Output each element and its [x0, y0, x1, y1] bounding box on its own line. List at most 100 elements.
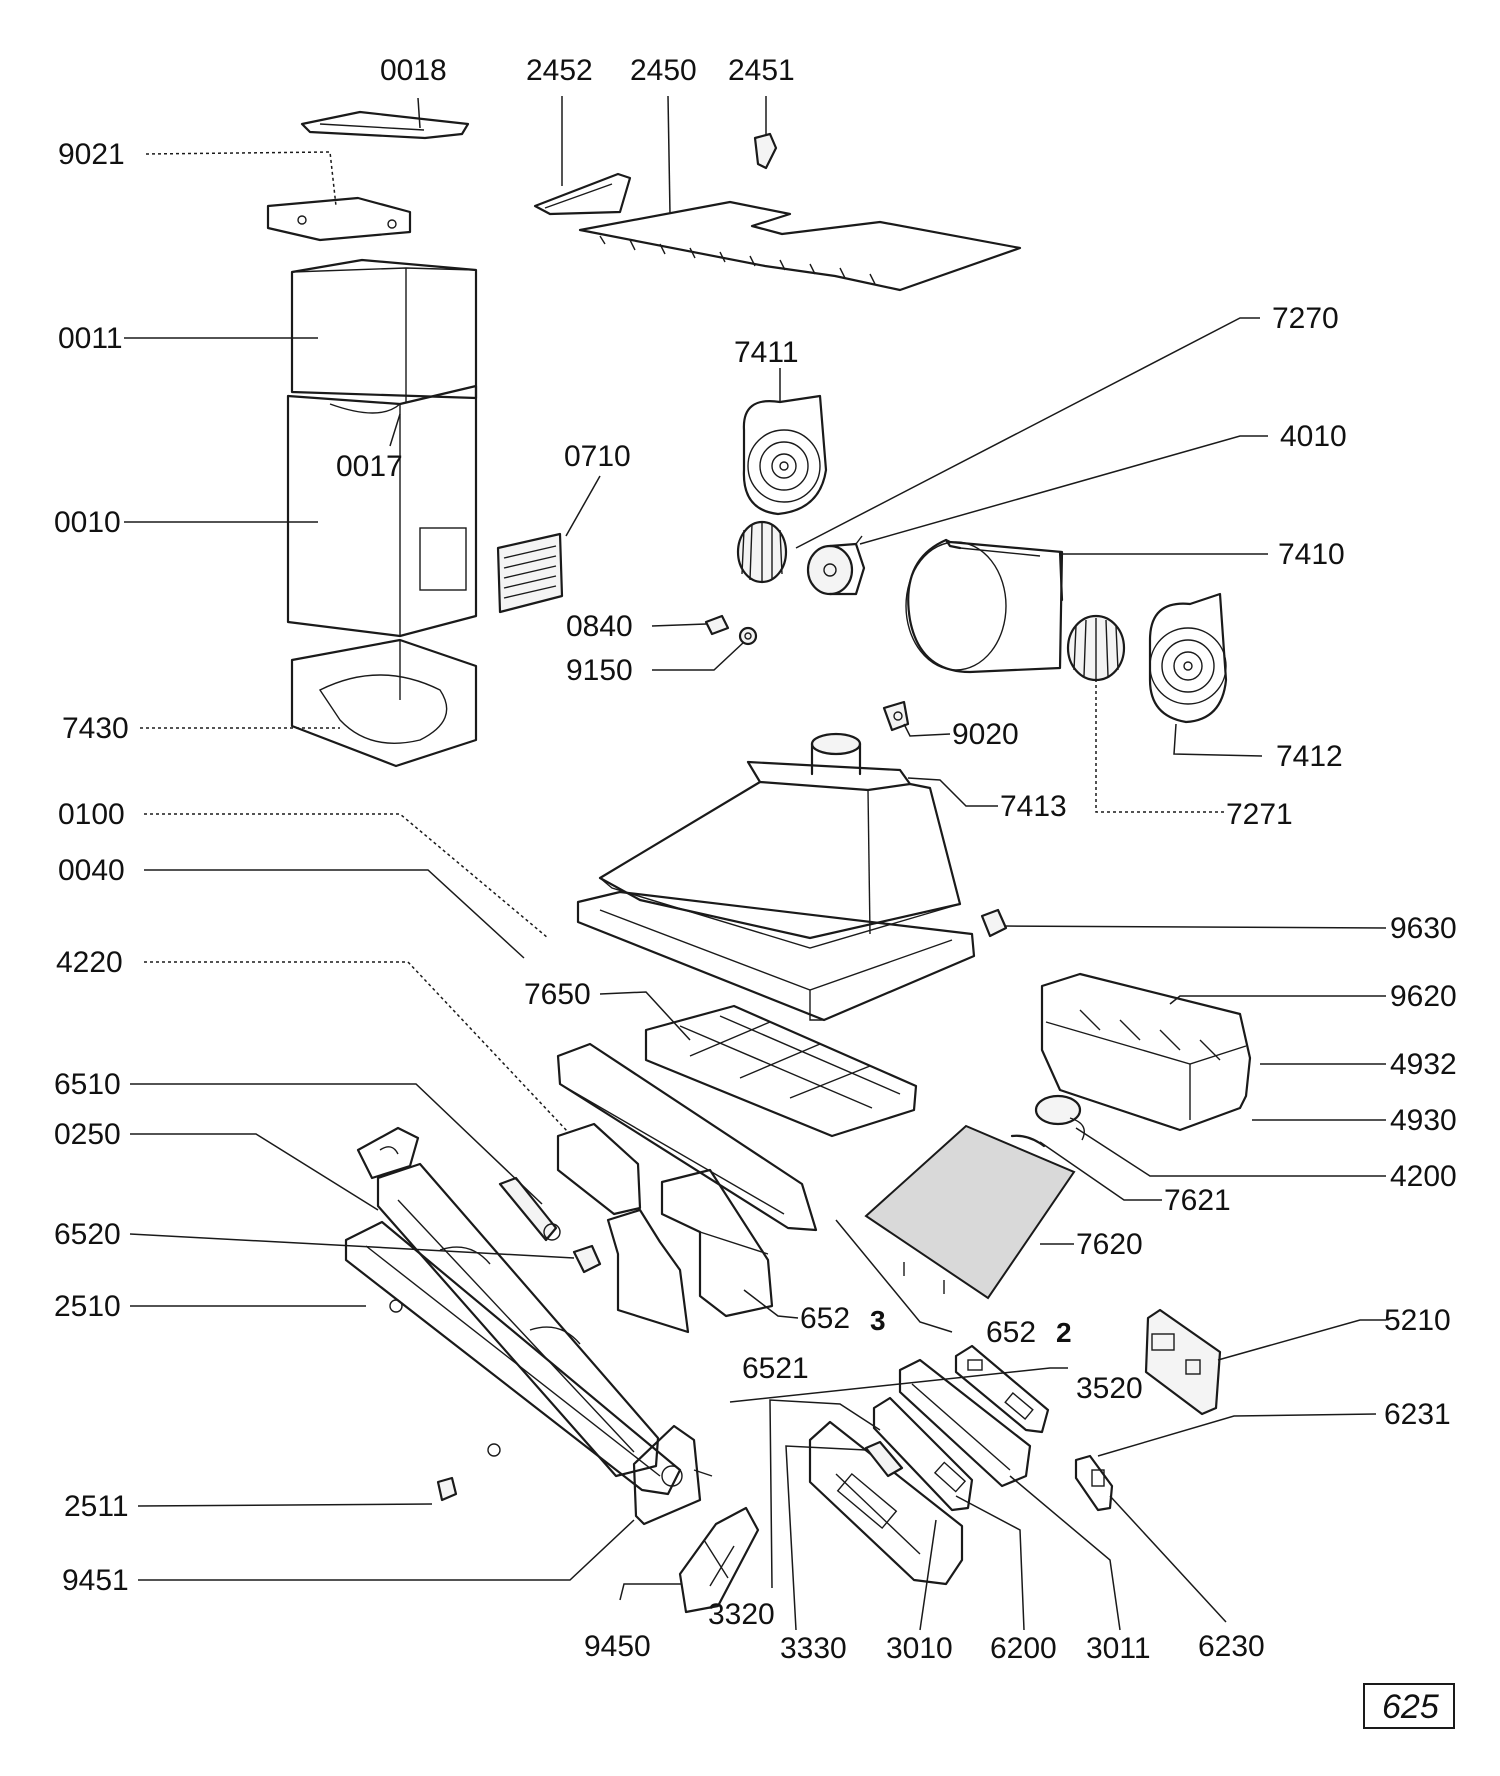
part-7271-drawing: [1066, 614, 1126, 682]
callout-9150: 9150: [566, 654, 633, 687]
part-7650-drawing: [644, 1004, 918, 1138]
callout-9630: 9630: [1390, 912, 1457, 945]
callout-0710: 0710: [564, 440, 631, 473]
part-9450-drawing: [678, 1506, 760, 1614]
callout-0250: 0250: [54, 1118, 121, 1151]
callout-2452: 2452: [526, 54, 593, 87]
callout-7410: 7410: [1278, 538, 1345, 571]
part-0100-drawing: [598, 732, 962, 949]
callout-2511: 2511: [64, 1490, 129, 1523]
part-0710-drawing: [496, 532, 564, 614]
callout-7430: 7430: [62, 712, 129, 745]
callout-7413: 7413: [1000, 790, 1067, 823]
callout-652-2: 652: [986, 1316, 1036, 1349]
callout-652-3-suffix: 3: [870, 1305, 886, 1336]
part-0040-drawing: [576, 890, 976, 1022]
part-5210-drawing: [1144, 1308, 1222, 1416]
callout-0018: 0018: [380, 54, 447, 87]
callout-0010: 0010: [54, 506, 121, 539]
part-7430-drawing: [290, 638, 478, 768]
part-6200-drawing: [872, 1396, 974, 1512]
callout-0017: 0017: [336, 450, 403, 483]
part-6521-drawing: [606, 1208, 690, 1334]
callout-652-2-suffix: 2: [1056, 1317, 1072, 1348]
callout-4220: 4220: [56, 946, 123, 979]
part-2452-drawing: [533, 172, 632, 216]
part-0250-drawing: [356, 1126, 420, 1180]
callout-9020: 9020: [952, 718, 1019, 751]
callout-4200: 4200: [1390, 1160, 1457, 1193]
callout-7412: 7412: [1276, 740, 1343, 773]
part-3010-drawing: [808, 1420, 964, 1586]
part-2510-drawing: [344, 1220, 682, 1496]
callout-6200: 6200: [990, 1632, 1057, 1665]
callout-3320: 3320: [708, 1598, 775, 1631]
callout-4932: 4932: [1390, 1048, 1457, 1081]
callout-9450: 9450: [584, 1630, 651, 1663]
part-6510-drawing: [498, 1176, 561, 1242]
callout-9021: 9021: [58, 138, 125, 171]
part-6523-drawing: [660, 1168, 774, 1318]
callout-0100: 0100: [58, 798, 125, 831]
callout-7270: 7270: [1272, 302, 1339, 335]
part-0018-drawing: [300, 110, 470, 140]
callout-0011: 0011: [58, 322, 123, 355]
part-7411-drawing: [742, 394, 828, 516]
page-number-box: 625: [1363, 1683, 1455, 1729]
part-0010-drawing: [286, 384, 478, 638]
part-light-channel-drawing: [376, 1162, 660, 1478]
part-6230-drawing: [1074, 1454, 1114, 1512]
part-7620-drawing: [864, 1124, 1076, 1300]
part-6522-drawing: [556, 1122, 642, 1216]
callout-7271: 7271: [1226, 798, 1293, 831]
callout-0040: 0040: [58, 854, 125, 887]
callout-7620: 7620: [1076, 1228, 1143, 1261]
callout-4930: 4930: [1390, 1104, 1457, 1137]
callout-7411: 7411: [734, 336, 799, 369]
part-0011-drawing: [290, 258, 478, 402]
callout-3011: 3011: [1086, 1632, 1151, 1665]
part-0840-drawing: [704, 614, 730, 636]
part-9620-drawing: [1040, 972, 1252, 1132]
part-9150-drawing: [738, 626, 758, 646]
leader-lines: [124, 95, 1387, 1631]
part-3011-drawing: [898, 1358, 1032, 1488]
part-9630-drawing: [980, 908, 1008, 938]
callout-2450: 2450: [630, 54, 697, 87]
part-2451-drawing: [753, 132, 778, 170]
callout-9620: 9620: [1390, 980, 1457, 1013]
part-9020-drawing: [882, 700, 910, 732]
callout-6510: 6510: [54, 1068, 121, 1101]
part-9021-drawing: [266, 196, 412, 242]
callout-0840: 0840: [566, 610, 633, 643]
callout-3330: 3330: [780, 1632, 847, 1665]
callout-6520: 6520: [54, 1218, 121, 1251]
callout-7621: 7621: [1164, 1184, 1231, 1217]
callout-5210: 5210: [1384, 1304, 1451, 1337]
part-2450-drawing: [578, 200, 1022, 292]
callout-2510: 2510: [54, 1290, 121, 1323]
callout-6521: 6521: [742, 1352, 809, 1385]
callout-2451: 2451: [728, 54, 795, 87]
part-6520-drawing: [572, 1244, 602, 1274]
callout-3010: 3010: [886, 1632, 953, 1665]
part-9451-drawing: [632, 1424, 713, 1526]
callout-7650: 7650: [524, 978, 591, 1011]
part-4220-drawing: [556, 1042, 818, 1232]
part-4200-drawing: [1034, 1094, 1085, 1141]
part-7410-drawing: [905, 538, 1064, 674]
callout-4010: 4010: [1280, 420, 1347, 453]
part-3520-drawing: [954, 1344, 1050, 1434]
part-7412-drawing: [1148, 592, 1228, 724]
callout-652-3: 652: [800, 1302, 850, 1335]
part-3330-drawing: [864, 1440, 904, 1478]
part-7270-drawing: [736, 520, 788, 584]
part-4010-drawing: [806, 535, 866, 596]
part-2511-drawing: [436, 1476, 458, 1502]
callout-3520: 3520: [1076, 1372, 1143, 1405]
callout-6231: 6231: [1384, 1398, 1451, 1431]
page-number: 625: [1382, 1688, 1439, 1726]
part-7621-drawing: [1010, 1134, 1046, 1148]
callout-9451: 9451: [62, 1564, 129, 1597]
